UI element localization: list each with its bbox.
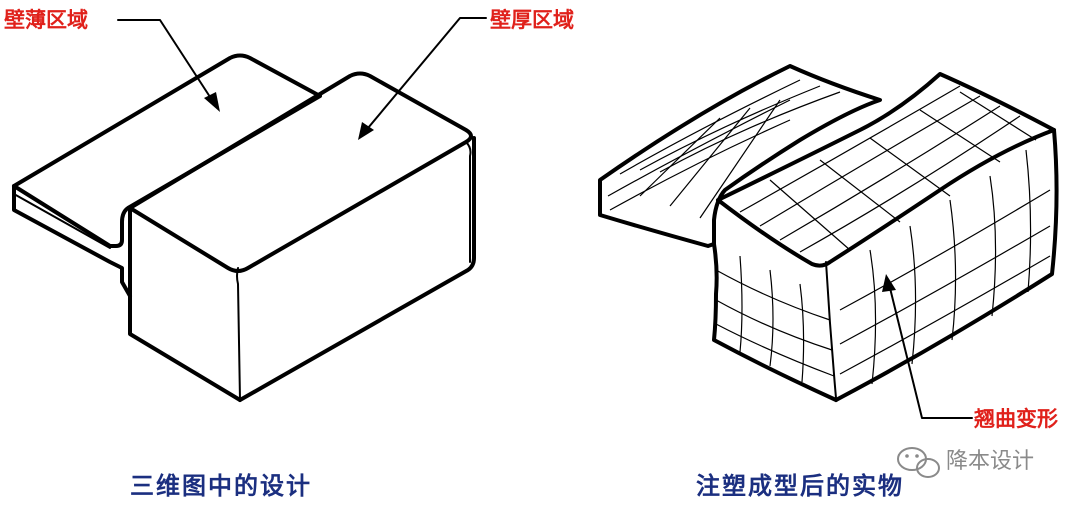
right-caption: 注塑成型后的实物 [696,471,904,500]
thin-wall-arrow [117,19,220,112]
thin-wall-front [12,184,132,298]
warped-thick-top [716,72,1056,268]
watermark-text: 降本设计 [946,449,1034,474]
thick-wall-front-right [238,136,476,402]
thin-wall-top [12,53,322,248]
thick-wall-top [128,71,473,273]
wechat-icon [897,447,940,478]
warped-front-left [712,242,838,402]
warp-label: 翘曲变形 [973,406,1058,431]
thick-wall-front-left [128,206,242,402]
thin-wall-label: 壁薄区域 [4,7,88,32]
warped-thin-top [598,64,882,248]
thick-wall-label: 壁厚区域 [490,7,574,32]
thick-wall-arrow [358,17,487,140]
warp-arrow [882,274,973,419]
molded-part [598,64,1059,402]
left-caption: 三维图中的设计 [130,471,312,500]
designed-part [12,53,476,402]
warped-front-right [834,128,1059,402]
